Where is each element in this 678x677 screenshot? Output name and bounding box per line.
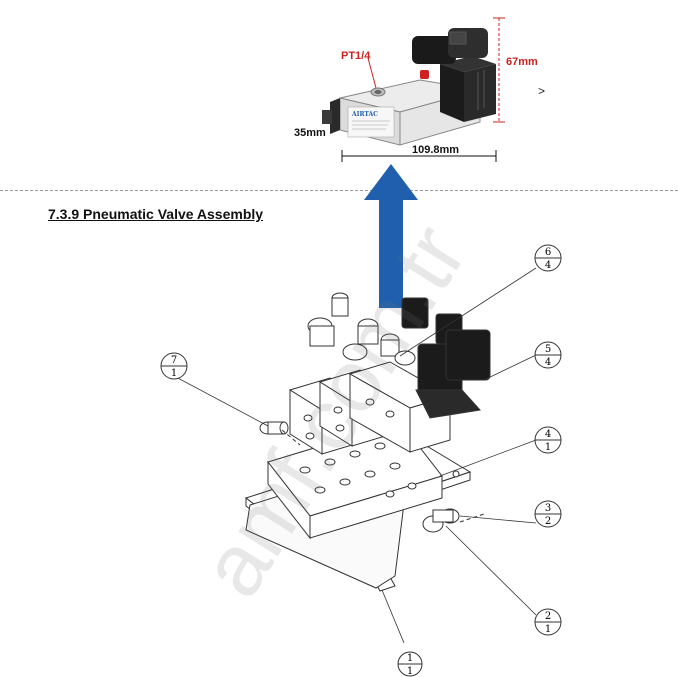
- port-size-label: PT1/4: [341, 50, 371, 62]
- part-balloon-3-2: 3 2: [534, 500, 562, 528]
- svg-text:1: 1: [171, 368, 177, 379]
- side-mark: >: [538, 84, 546, 98]
- svg-text:3: 3: [545, 503, 551, 514]
- svg-text:4: 4: [545, 429, 551, 440]
- svg-text:1: 1: [545, 442, 551, 453]
- svg-text:1: 1: [407, 653, 413, 664]
- silencer-fitting: [259, 421, 289, 435]
- svg-text:7: 7: [171, 355, 177, 366]
- svg-text:4: 4: [545, 357, 551, 368]
- part-balloon-7-1: 7 1: [160, 352, 188, 380]
- svg-text:2: 2: [545, 516, 551, 527]
- svg-text:1: 1: [407, 666, 413, 677]
- part-balloon-5-4: 5 4: [534, 341, 562, 369]
- svg-text:4: 4: [545, 260, 551, 271]
- svg-text:1: 1: [545, 624, 551, 635]
- page-divider: [0, 190, 678, 191]
- part-balloon-4-1: 4 1: [534, 426, 562, 454]
- solenoid-valve-photo: AIRTAC: [322, 17, 505, 162]
- up-arrow-icon: [364, 164, 418, 308]
- front-fitting: [422, 508, 460, 533]
- section-heading: 7.3.9 Pneumatic Valve Assembly: [48, 206, 264, 222]
- valve-assembly-drawing: 6 4 5 4 7 1 4 1 3 2 2 1 1 1: [160, 244, 562, 677]
- svg-text:6: 6: [545, 247, 551, 258]
- depth-dimension-label: 35mm: [294, 127, 326, 139]
- brand-logo-text: AIRTAC: [351, 111, 378, 118]
- height-dimension-label: 67mm: [506, 56, 538, 68]
- svg-text:2: 2: [545, 611, 551, 622]
- part-balloon-6-4: 6 4: [534, 244, 562, 272]
- svg-text:5: 5: [545, 344, 551, 355]
- part-balloon-1-1: 1 1: [397, 651, 423, 677]
- width-dimension-label: 109.8mm: [412, 144, 460, 156]
- part-balloon-2-1: 2 1: [534, 608, 562, 636]
